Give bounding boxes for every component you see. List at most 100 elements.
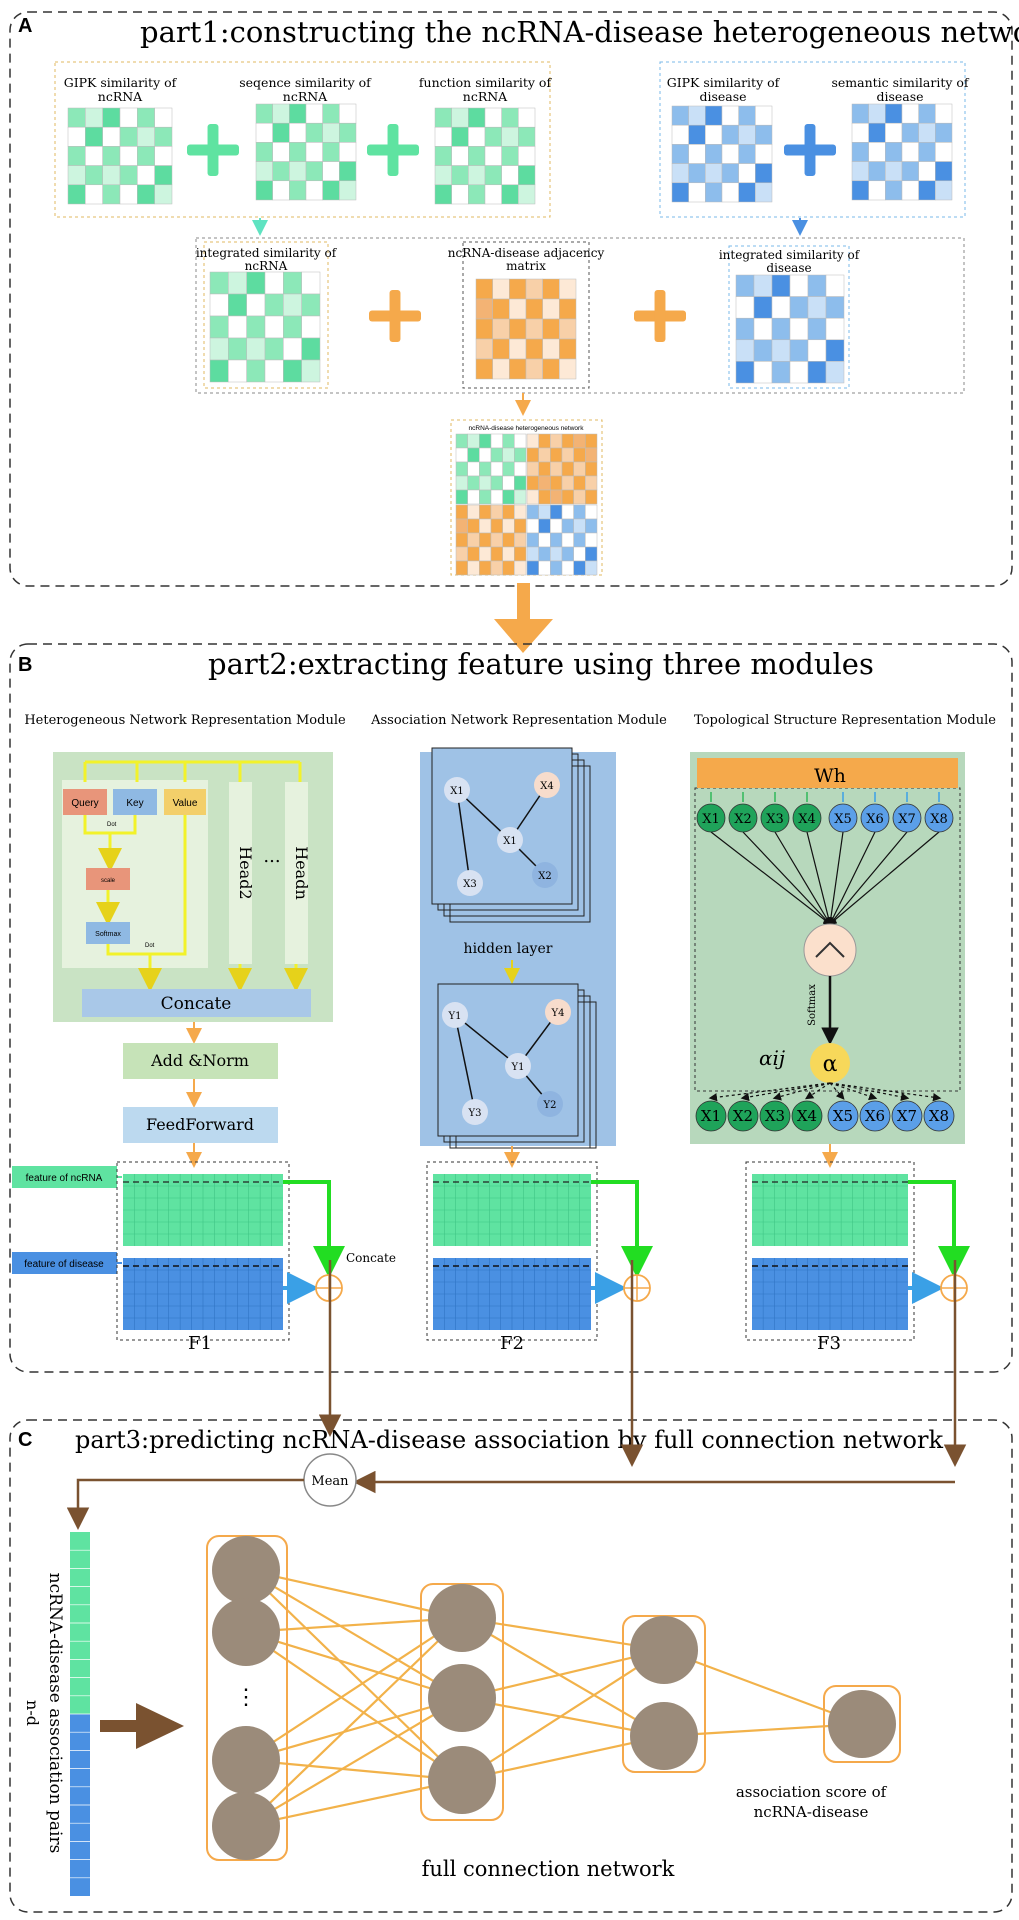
matrix-cell bbox=[434, 146, 452, 166]
matrix-cell bbox=[246, 337, 266, 361]
matrix-cell bbox=[518, 146, 536, 166]
matrix-cell bbox=[585, 546, 598, 562]
matrix-cell bbox=[885, 180, 903, 201]
fcn-edge bbox=[245, 1758, 463, 1782]
matrix-cell bbox=[526, 461, 539, 477]
matrix-cell bbox=[137, 146, 155, 166]
module1-attention: Query Key Value Dot scale Softmax Dot He… bbox=[53, 752, 333, 1022]
matrix-cell bbox=[272, 161, 290, 182]
matrix-cell bbox=[492, 358, 510, 380]
matrix-cell bbox=[538, 433, 551, 449]
matrix-cell bbox=[901, 103, 919, 124]
matrix-cell bbox=[305, 161, 323, 182]
matrix-cell bbox=[526, 532, 539, 548]
matrix-cell bbox=[264, 337, 284, 361]
matrix-cell bbox=[526, 489, 539, 505]
graph-node-label: X4 bbox=[540, 781, 553, 792]
matrix-cell bbox=[283, 337, 302, 361]
matrix-cell bbox=[509, 298, 527, 320]
feature-block-1 bbox=[116, 1161, 345, 1341]
matrix-cell bbox=[434, 107, 452, 128]
matrix-cell bbox=[137, 184, 155, 205]
matrix-cell bbox=[585, 532, 598, 548]
matrix-cell bbox=[322, 142, 340, 162]
attention-edge bbox=[826, 831, 844, 927]
graph-node-label: X1 bbox=[450, 786, 463, 797]
matrix-cell bbox=[492, 298, 510, 320]
mean-label: Mean bbox=[311, 1474, 349, 1489]
query-box: Query bbox=[71, 798, 98, 809]
matrix-cell bbox=[490, 433, 503, 449]
plus-bar-v bbox=[804, 124, 816, 176]
matrix-cell bbox=[671, 144, 689, 164]
x-node-label: X6 bbox=[865, 1107, 885, 1125]
matrix-cell bbox=[283, 359, 302, 383]
matrix-cell bbox=[525, 278, 543, 300]
matrix-cell bbox=[550, 546, 563, 562]
func-ncrna-label-1: function similarity of bbox=[419, 75, 553, 90]
matrix-cell bbox=[490, 532, 503, 548]
matrix-cell bbox=[451, 146, 469, 166]
matrix-int-disease bbox=[735, 274, 845, 384]
matrix-cell bbox=[561, 532, 574, 548]
matrix-gipk-disease bbox=[671, 105, 773, 203]
matrix-cell bbox=[264, 271, 284, 295]
matrix-cell bbox=[479, 489, 492, 505]
matrix-cell bbox=[85, 126, 103, 147]
matrix-cell bbox=[735, 296, 755, 319]
matrix-cell bbox=[825, 274, 845, 297]
graph-node-label: Y4 bbox=[551, 1008, 565, 1019]
hidden-layer-label: hidden layer bbox=[464, 941, 553, 957]
feature-frame bbox=[426, 1161, 598, 1341]
fcn-network: ⋮ bbox=[206, 1535, 901, 1861]
matrix-cell bbox=[825, 296, 845, 319]
matrix-cell bbox=[526, 504, 539, 520]
layer-frame-4 bbox=[823, 1685, 901, 1763]
matrix-cell bbox=[484, 146, 502, 166]
matrix-cell bbox=[502, 461, 515, 477]
matrix-cell bbox=[525, 338, 543, 360]
x-node bbox=[695, 1100, 727, 1132]
attention-node bbox=[803, 923, 857, 977]
matrix-cell bbox=[518, 184, 536, 205]
matrix-cell bbox=[501, 107, 519, 128]
matrix-cell bbox=[735, 361, 755, 384]
int-ncrna-label-2: ncRNA bbox=[245, 259, 288, 273]
int-disease-label-1: integrated similarity of bbox=[719, 248, 861, 262]
matrix-cell bbox=[671, 124, 689, 145]
scale-box: scale bbox=[101, 878, 116, 884]
plus-1 bbox=[187, 124, 239, 176]
matrix-cell bbox=[467, 475, 480, 491]
matrix-cell bbox=[137, 107, 155, 128]
matrix-cell bbox=[475, 298, 493, 320]
arrow-a-to-b bbox=[494, 583, 553, 653]
feature-ncrna-label: feature of ncRNA bbox=[26, 1173, 103, 1184]
feature-block-2 bbox=[426, 1161, 653, 1341]
feedforward-label: FeedForward bbox=[146, 1115, 254, 1134]
x-node-label: X2 bbox=[733, 1107, 753, 1125]
module3-title: Topological Structure Representation Mod… bbox=[694, 713, 996, 728]
matrix-cell bbox=[455, 475, 468, 491]
x-node-label: X3 bbox=[765, 1107, 785, 1125]
matrix-sem-disease bbox=[851, 103, 953, 201]
matrix-cell bbox=[901, 122, 919, 143]
matrix-cell bbox=[289, 103, 307, 124]
matrix-cell bbox=[807, 339, 827, 362]
x-node-label: X5 bbox=[834, 812, 852, 827]
matrix-cell bbox=[509, 278, 527, 300]
matrix-cell bbox=[228, 271, 247, 295]
matrix-cell bbox=[753, 361, 773, 384]
matrix-cell bbox=[771, 361, 791, 384]
matrix-cell bbox=[514, 518, 527, 534]
matrix-cell bbox=[490, 560, 503, 576]
matrix-cell bbox=[322, 180, 340, 201]
matrix-cell bbox=[283, 315, 302, 339]
matrix-cell bbox=[755, 182, 773, 203]
pairs-label: ncRNA-disease association pairs bbox=[45, 1573, 65, 1854]
matrix-cell bbox=[538, 447, 551, 463]
x-node-label: X7 bbox=[897, 1107, 917, 1125]
matrix-cell bbox=[851, 180, 869, 201]
matrix-cell bbox=[918, 161, 936, 182]
graph-edge bbox=[456, 789, 471, 884]
